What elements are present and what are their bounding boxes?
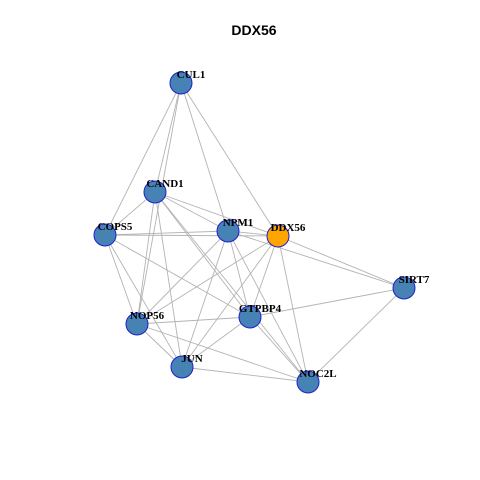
node-label-sirt7: SIRT7: [399, 274, 430, 286]
edge-gtpbp4-jun: [181, 316, 251, 368]
edge-npm1-sirt7: [227, 230, 405, 289]
edge-cand1-jun: [154, 191, 183, 368]
edge-gtpbp4-noc2l: [249, 316, 309, 383]
edge-ddx56-nop56: [136, 235, 279, 325]
node-circle-nop56[interactable]: [125, 312, 149, 336]
edge-sirt7-gtpbp4: [249, 287, 405, 318]
edge-nop56-noc2l: [136, 323, 309, 383]
node-cops5[interactable]: COPS5: [93, 221, 133, 247]
edge-npm1-jun: [181, 230, 229, 368]
node-jun[interactable]: JUN: [170, 353, 203, 379]
node-sirt7[interactable]: SIRT7: [392, 274, 430, 300]
node-noc2l[interactable]: NOC2L: [296, 368, 337, 394]
node-circle-cops5[interactable]: [93, 223, 117, 247]
node-circle-npm1[interactable]: [216, 219, 240, 243]
node-label-cul1: CUL1: [177, 69, 206, 81]
edge-npm1-nop56: [136, 230, 229, 325]
edge-cand1-noc2l: [154, 191, 309, 383]
edge-cops5-npm1: [104, 230, 229, 236]
edge-cul1-cand1: [154, 82, 182, 193]
node-label-cops5: COPS5: [98, 221, 133, 233]
node-label-gtpbp4: GTPBP4: [239, 303, 282, 315]
node-label-jun: JUN: [181, 353, 202, 365]
diagram-title: DDX56: [231, 22, 276, 38]
node-label-nop56: NOP56: [130, 310, 165, 322]
edge-cul1-npm1: [180, 82, 229, 232]
edge-cand1-gtpbp4: [154, 191, 251, 318]
node-gtpbp4[interactable]: GTPBP4: [238, 303, 282, 329]
node-nop56[interactable]: NOP56: [125, 310, 165, 336]
edge-npm1-gtpbp4: [227, 230, 251, 318]
edge-cul1-ddx56: [180, 82, 279, 237]
node-cul1[interactable]: CUL1: [169, 69, 206, 95]
edge-cops5-gtpbp4: [104, 234, 251, 318]
edge-cand1-npm1: [154, 191, 229, 232]
node-label-ddx56: DDX56: [271, 222, 306, 234]
node-label-noc2l: NOC2L: [299, 368, 336, 380]
node-cand1[interactable]: CAND1: [143, 178, 184, 204]
node-circle-ddx56[interactable]: [266, 224, 290, 248]
node-label-cand1: CAND1: [146, 178, 183, 190]
node-circle-jun[interactable]: [170, 355, 194, 379]
node-circle-noc2l[interactable]: [296, 370, 320, 394]
edge-ddx56-jun: [181, 235, 279, 368]
edge-sirt7-noc2l: [307, 287, 405, 383]
edge-cops5-ddx56: [104, 234, 279, 237]
node-circle-cul1[interactable]: [169, 71, 193, 95]
edge-jun-noc2l: [181, 366, 309, 383]
node-circle-cand1[interactable]: [143, 180, 167, 204]
node-circle-gtpbp4[interactable]: [238, 305, 262, 329]
edge-cops5-jun: [104, 234, 183, 368]
edge-ddx56-sirt7: [277, 235, 405, 289]
edge-gtpbp4-nop56: [136, 316, 251, 325]
node-ddx56[interactable]: DDX56: [266, 222, 306, 248]
edge-cops5-nop56: [104, 234, 138, 325]
edges-layer: [104, 82, 405, 383]
node-label-npm1: NPM1: [223, 217, 254, 229]
edge-cul1-cops5: [104, 82, 182, 236]
edge-npm1-noc2l: [227, 230, 309, 383]
node-circle-sirt7[interactable]: [392, 276, 416, 300]
node-npm1[interactable]: NPM1: [216, 217, 254, 243]
edge-ddx56-gtpbp4: [249, 235, 279, 318]
edge-cand1-ddx56: [154, 191, 279, 237]
edge-cul1-nop56: [136, 82, 182, 325]
